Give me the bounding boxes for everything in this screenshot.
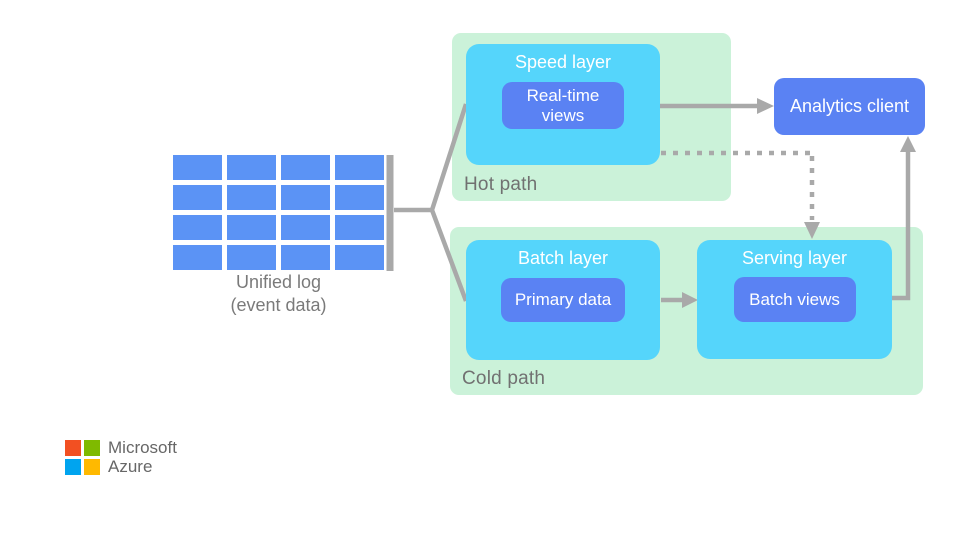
microsoft-azure-logo: Microsoft Azure [65,438,177,476]
log-cell [335,155,384,180]
hot-path-label: Hot path [464,174,538,195]
unified-log-grid [173,155,384,270]
microsoft-azure-wordmark: Microsoft Azure [108,438,177,476]
log-cell [335,185,384,210]
real-time-views-box: Real-time views [502,82,624,129]
log-cell [227,215,276,240]
unified-log-label-line1: Unified log [235,272,322,292]
log-cell [173,185,222,210]
cold-path-label: Cold path [462,368,546,389]
unified-log-label: Unified log (event data) [173,271,384,317]
batch-layer-title: Batch layer [517,248,609,268]
microsoft-wordmark-line: Microsoft [108,438,177,457]
unified-log-bar [386,155,394,271]
speed-layer-box: Speed layer Real-time views [466,44,660,165]
log-cell [281,245,330,270]
log-cell [173,245,222,270]
log-cell [335,245,384,270]
serving-layer-title: Serving layer [741,248,848,268]
log-cell [173,215,222,240]
log-cell [227,155,276,180]
real-time-views-line1: Real-time [526,85,600,105]
serving-layer-box: Serving layer Batch views [697,240,892,359]
log-cell [335,215,384,240]
log-cell [281,215,330,240]
log-cell [281,155,330,180]
primary-data-label: Primary data [514,290,612,309]
analytics-client-box: Analytics client [774,78,925,135]
arrowhead-right-icon [757,98,774,114]
speed-layer-title: Speed layer [514,52,612,72]
log-cell [173,155,222,180]
log-cell [227,245,276,270]
batch-views-box: Batch views [733,277,856,322]
log-cell [227,185,276,210]
unified-log-label-line2: (event data) [230,295,327,315]
primary-data-box: Primary data [501,278,625,322]
arrowhead-up-icon [900,136,916,152]
microsoft-logo-icon [65,440,100,475]
batch-views-label: Batch views [749,289,840,309]
analytics-client-label: Analytics client [789,96,910,116]
batch-layer-box: Batch layer Primary data [466,240,660,360]
log-cell [281,185,330,210]
azure-wordmark-line: Azure [108,457,153,476]
real-time-views-line2: views [541,105,585,125]
